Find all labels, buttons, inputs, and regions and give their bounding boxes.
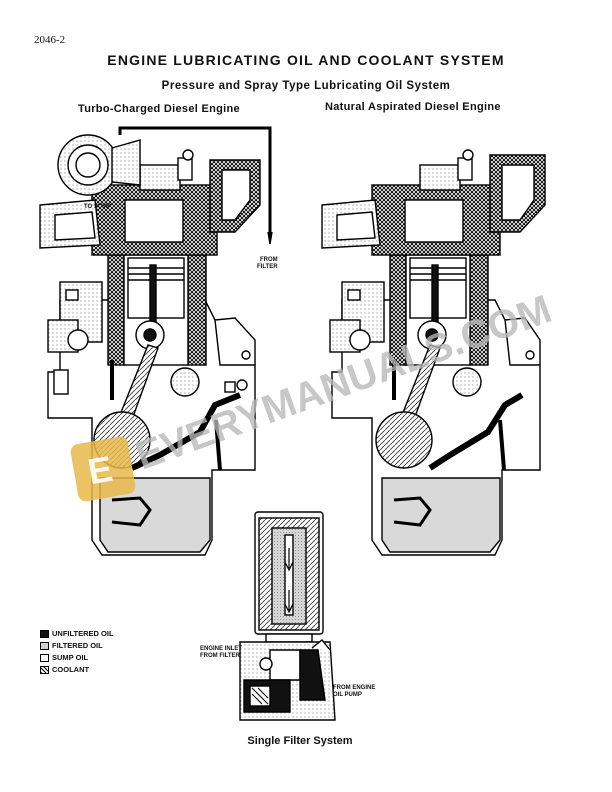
coolant-swatch xyxy=(40,665,49,674)
legend-item-unfiltered: UNFILTERED OIL xyxy=(40,628,114,639)
page-number: 2046-2 xyxy=(34,34,66,46)
right-engine-label: Natural Aspirated Diesel Engine xyxy=(325,101,501,113)
callout-to-sump: TO SUMP xyxy=(84,204,112,210)
callout-from-engine-line2: OIL PUMP xyxy=(333,692,362,698)
callout-from-filter-line2: FILTER xyxy=(257,264,278,270)
legend-label: FILTERED OIL xyxy=(52,641,103,650)
callout-engine-inlet-line1: ENGINE INLET xyxy=(200,646,243,652)
legend-item-filtered: FILTERED OIL xyxy=(40,640,114,651)
callout-from-engine-line1: FROM ENGINE xyxy=(333,685,376,691)
filtered-swatch xyxy=(40,641,49,650)
page-subtitle: Pressure and Spray Type Lubricating Oil … xyxy=(161,80,451,92)
figure-caption: Single Filter System xyxy=(247,735,353,747)
legend-label: COOLANT xyxy=(52,665,90,674)
left-engine-label: Turbo-Charged Diesel Engine xyxy=(78,103,240,115)
natural-engine-drawing xyxy=(321,149,546,556)
callout-engine-inlet-line2: FROM FILTER xyxy=(200,653,240,659)
callout-from-filter-line1: FROM xyxy=(260,257,278,263)
turbo-engine-drawing xyxy=(39,126,273,556)
oil-filter-drawing xyxy=(239,511,336,721)
legend: UNFILTERED OIL FILTERED OIL SUMP OIL COO… xyxy=(40,628,114,676)
legend-label: SUMP OIL xyxy=(52,653,89,662)
legend-item-coolant: COOLANT xyxy=(40,664,114,675)
legend-label: UNFILTERED OIL xyxy=(52,629,114,638)
page-title: ENGINE LUBRICATING OIL AND COOLANT SYSTE… xyxy=(107,52,505,68)
sump-swatch xyxy=(40,653,49,662)
unfiltered-swatch xyxy=(40,629,49,638)
legend-item-sump: SUMP OIL xyxy=(40,652,114,663)
